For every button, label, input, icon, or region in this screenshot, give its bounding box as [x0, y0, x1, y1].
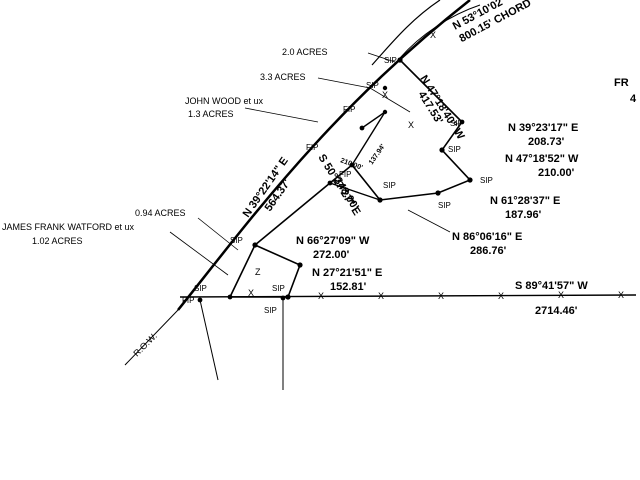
call-3-distance: 208.73' [528, 136, 565, 148]
pin-label: SIP [264, 306, 277, 315]
tract-watford: JAMES FRANK WATFORD et ux [2, 222, 135, 232]
fence-x-9: X [558, 290, 564, 300]
call-4-distance: 210.00' [538, 167, 575, 179]
short-dist-137: 137.94' [368, 143, 387, 166]
pin-label: FIP [339, 170, 351, 179]
pin-label: FIP [343, 105, 355, 114]
corner-text-4: 4 [630, 93, 637, 105]
fence-x-3: X [408, 120, 414, 130]
pin-label: SIP [230, 236, 243, 245]
road-curve-outer [177, 0, 471, 311]
fence-x-10: X [618, 290, 624, 300]
chord-arc [399, 4, 481, 59]
pin-label: SIP [438, 201, 451, 210]
tract-0-94-acres: 0.94 ACRES [135, 208, 186, 218]
fence-x-4: X [248, 288, 254, 298]
leader-2-0 [367, 52, 396, 63]
call-6-distance: 286.76' [470, 245, 507, 257]
fence-x-7: X [438, 291, 444, 301]
fence-x-1: X [430, 30, 436, 40]
z-mark: Z [255, 267, 261, 277]
leader-c6 [407, 209, 451, 233]
fence-x-5: X [318, 291, 324, 301]
leader-3-3 [317, 77, 371, 89]
pin-label: SIP [448, 145, 461, 154]
pin-label: SIP [480, 176, 493, 185]
leader-watford [169, 231, 229, 276]
road-curve-inner [371, 0, 441, 66]
pin-label: SIP [384, 56, 397, 65]
tract-2-0-acres: 2.0 ACRES [282, 47, 328, 57]
call-9-distance: 272.00' [313, 249, 350, 261]
pin-label: SIP [272, 284, 285, 293]
call-6-bearing: N 86°06'16" E [452, 231, 522, 243]
call-5-bearing: N 61°28'37" E [490, 195, 560, 207]
call-3-bearing: N 39°23'17" E [508, 122, 578, 134]
tract-3-3-acres: 3.3 ACRES [260, 72, 306, 82]
leader-john [244, 107, 319, 123]
pin-label: SIP [383, 181, 396, 190]
call-10-distance: 152.81' [330, 281, 367, 293]
pin-label: FIP [306, 143, 318, 152]
tract-john-wood: JOHN WOOD et ux [185, 96, 264, 106]
leader-3-3b [369, 87, 411, 113]
pin-label: SIP [194, 284, 207, 293]
pin-label: FIP [182, 296, 194, 305]
call-9-bearing: N 66°27'09" W [296, 235, 370, 247]
tract-watford-acres: 1.02 ACRES [32, 236, 83, 246]
pin-label: SIP [366, 81, 379, 90]
row-label: R.O.W. [131, 331, 159, 359]
call-11-distance: 2714.46' [535, 305, 578, 317]
pin-dots [197, 57, 473, 303]
boundary-se [329, 182, 381, 201]
fence-x-2: X [382, 90, 388, 100]
call-4-bearing: N 47°18'52" W [505, 153, 579, 165]
leader-094 [197, 217, 239, 251]
boundary-nw [351, 111, 386, 166]
row-line [124, 309, 179, 366]
corner-text-fr: FR [614, 77, 629, 89]
tract-john-wood-acres: 1.3 ACRES [188, 109, 234, 119]
row-line-vert [199, 299, 219, 381]
call-10-bearing: N 27°21'51" E [312, 267, 382, 279]
pin-label: SIP [450, 119, 463, 128]
boundary-inner [361, 111, 386, 129]
call-11-bearing: S 89°41'57" W [515, 280, 588, 292]
fence-x-6: X [378, 291, 384, 301]
call-5-distance: 187.96' [505, 209, 542, 221]
fence-x-8: X [498, 291, 504, 301]
